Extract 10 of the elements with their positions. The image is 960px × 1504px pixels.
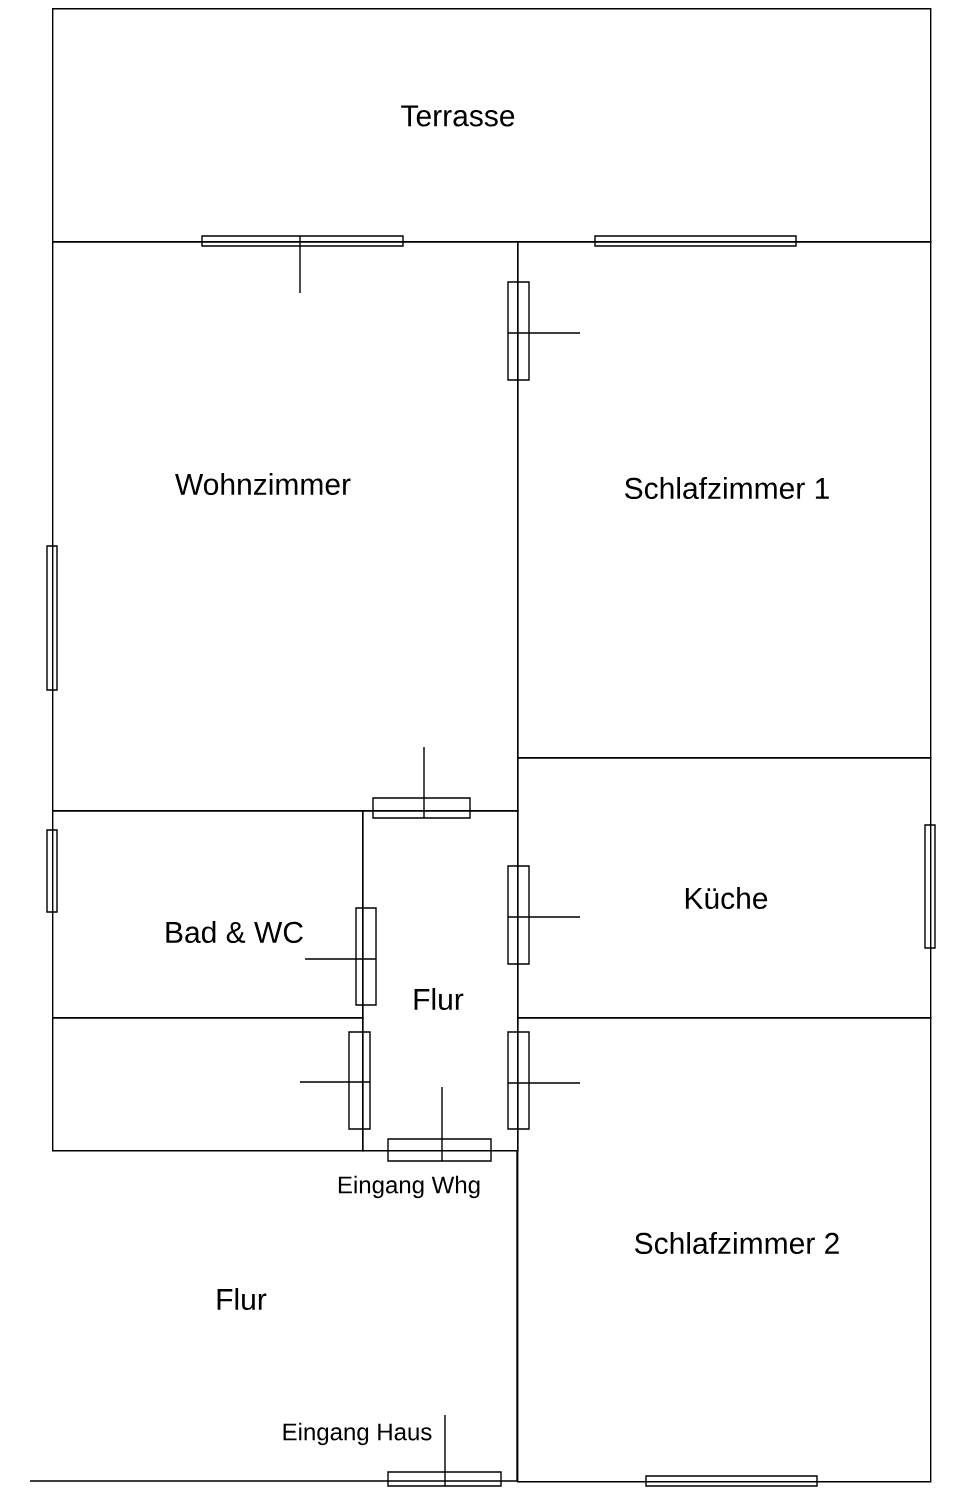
room: Flur	[362, 810, 519, 1152]
entrance-label: Eingang Haus	[279, 1420, 435, 1448]
room: Bad & WC	[52, 810, 364, 1019]
room: Küche	[517, 757, 932, 1019]
room: Schlafzimmer 2	[517, 1017, 932, 1483]
entrance-label: Eingang Whg	[334, 1173, 484, 1201]
room: Terrasse	[52, 8, 932, 243]
room: Wohnzimmer	[52, 241, 519, 812]
room	[52, 1017, 364, 1152]
room: Schlafzimmer 1	[517, 241, 932, 759]
